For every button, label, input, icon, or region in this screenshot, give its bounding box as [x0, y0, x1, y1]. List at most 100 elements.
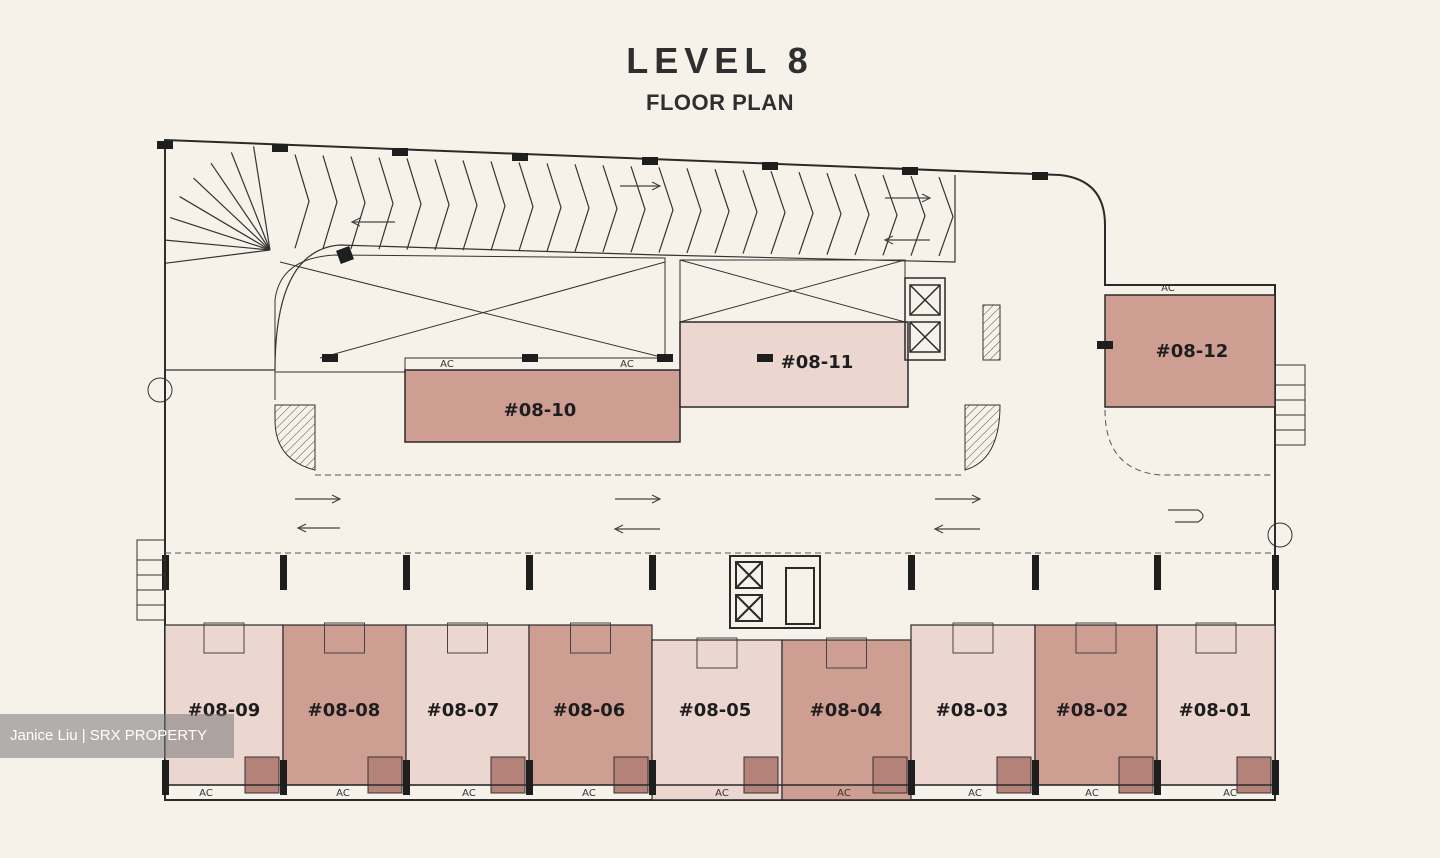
unit-label-08-07: #08-07	[427, 700, 500, 721]
lift-core-top	[904, 277, 946, 361]
unit-label-08-03: #08-03	[936, 700, 1009, 721]
ramp-fan-line	[169, 216, 271, 251]
ac-label: AC	[837, 788, 851, 799]
service-cell	[1075, 622, 1117, 654]
building-outline	[164, 138, 1276, 801]
column	[649, 555, 656, 590]
ramp-chevron	[658, 167, 674, 253]
service-cell	[324, 622, 365, 654]
arrow-head	[651, 181, 662, 191]
column	[322, 354, 338, 362]
arrow-head	[613, 524, 624, 534]
column	[392, 148, 408, 156]
grille	[613, 756, 649, 794]
service-cell	[696, 637, 738, 669]
ramp-chevron	[910, 175, 926, 256]
arrow-head	[296, 523, 307, 533]
column	[403, 760, 410, 795]
ramp-chevron	[518, 162, 534, 252]
arrow-head	[933, 524, 944, 534]
column	[1097, 341, 1113, 349]
ramp-fan-line	[230, 152, 271, 251]
column	[757, 354, 773, 362]
ac-label: AC	[336, 788, 350, 799]
column	[908, 555, 915, 590]
grille	[1118, 756, 1154, 794]
column	[762, 162, 778, 170]
ramp-chevron	[602, 165, 618, 253]
ramp-chevron	[322, 155, 338, 249]
ramp-chevron	[714, 169, 730, 254]
arrow-head	[331, 494, 342, 504]
u-turn-arrow	[1168, 509, 1204, 523]
ramp-chevron	[462, 160, 478, 251]
floor-plan-subtitle: FLOOR PLAN	[646, 90, 794, 115]
column	[522, 354, 538, 362]
ramp-fan-line	[165, 249, 271, 264]
column	[526, 760, 533, 795]
ramp-chevron	[434, 159, 450, 251]
ramp-chevron	[546, 163, 562, 252]
column	[657, 354, 673, 362]
ramp-chevron	[686, 168, 702, 254]
ac-label: AC	[715, 788, 729, 799]
grille	[1236, 756, 1272, 794]
service-cell	[952, 622, 994, 654]
grille	[996, 756, 1032, 794]
floor-plan-title: LEVEL 8	[626, 40, 814, 81]
column	[157, 141, 173, 149]
column	[336, 246, 354, 264]
column	[1032, 172, 1048, 180]
unit-label-08-12: #08-12	[1156, 341, 1229, 362]
ramp-fan-line	[210, 162, 271, 251]
column	[403, 555, 410, 590]
ramp-chevron	[798, 171, 814, 255]
unit-08-10-area	[404, 369, 681, 443]
ramp-fan-line	[165, 239, 271, 251]
column	[280, 555, 287, 590]
ramp-chevron	[742, 170, 758, 254]
driveway-lines	[165, 409, 1275, 554]
ac-label: AC	[1085, 788, 1099, 799]
column	[1154, 760, 1161, 795]
ac-label: AC	[620, 359, 634, 370]
lift-core-bottom	[729, 555, 821, 629]
unit-label-08-02: #08-02	[1056, 700, 1129, 721]
unit-label-08-11: #08-11	[781, 352, 854, 373]
unit-label-08-08: #08-08	[308, 700, 381, 721]
column	[280, 760, 287, 795]
column	[512, 153, 528, 161]
column	[1272, 760, 1279, 795]
column	[642, 157, 658, 165]
column	[1154, 555, 1161, 590]
column	[908, 760, 915, 795]
ramp-fan-line	[252, 146, 271, 251]
service-cell	[203, 622, 245, 654]
column	[1032, 760, 1039, 795]
lower-units	[164, 622, 1276, 801]
column	[162, 760, 169, 795]
ac-label: AC	[440, 359, 454, 370]
service-cell	[570, 622, 611, 654]
ac-label: AC	[199, 788, 213, 799]
column	[272, 144, 288, 152]
ramp-chevron	[294, 154, 310, 249]
arrow-head	[350, 217, 361, 227]
arrow-head	[883, 235, 894, 245]
unit-08-11-area	[679, 321, 909, 408]
grille	[367, 756, 403, 794]
arrow-head	[651, 494, 662, 504]
arrow-head	[921, 193, 932, 203]
ramp-chevron	[770, 171, 786, 255]
stairs	[136, 364, 1306, 621]
hatched-areas	[274, 304, 1001, 471]
ac-label: AC	[1223, 788, 1237, 799]
watermark-banner: Janice Liu | SRX PROPERTY	[0, 714, 234, 758]
service-cell	[826, 637, 867, 669]
ac-label: AC	[968, 788, 982, 799]
traffic-arrows	[295, 181, 1204, 534]
ac-label: AC	[462, 788, 476, 799]
ramp-chevron	[406, 158, 422, 250]
